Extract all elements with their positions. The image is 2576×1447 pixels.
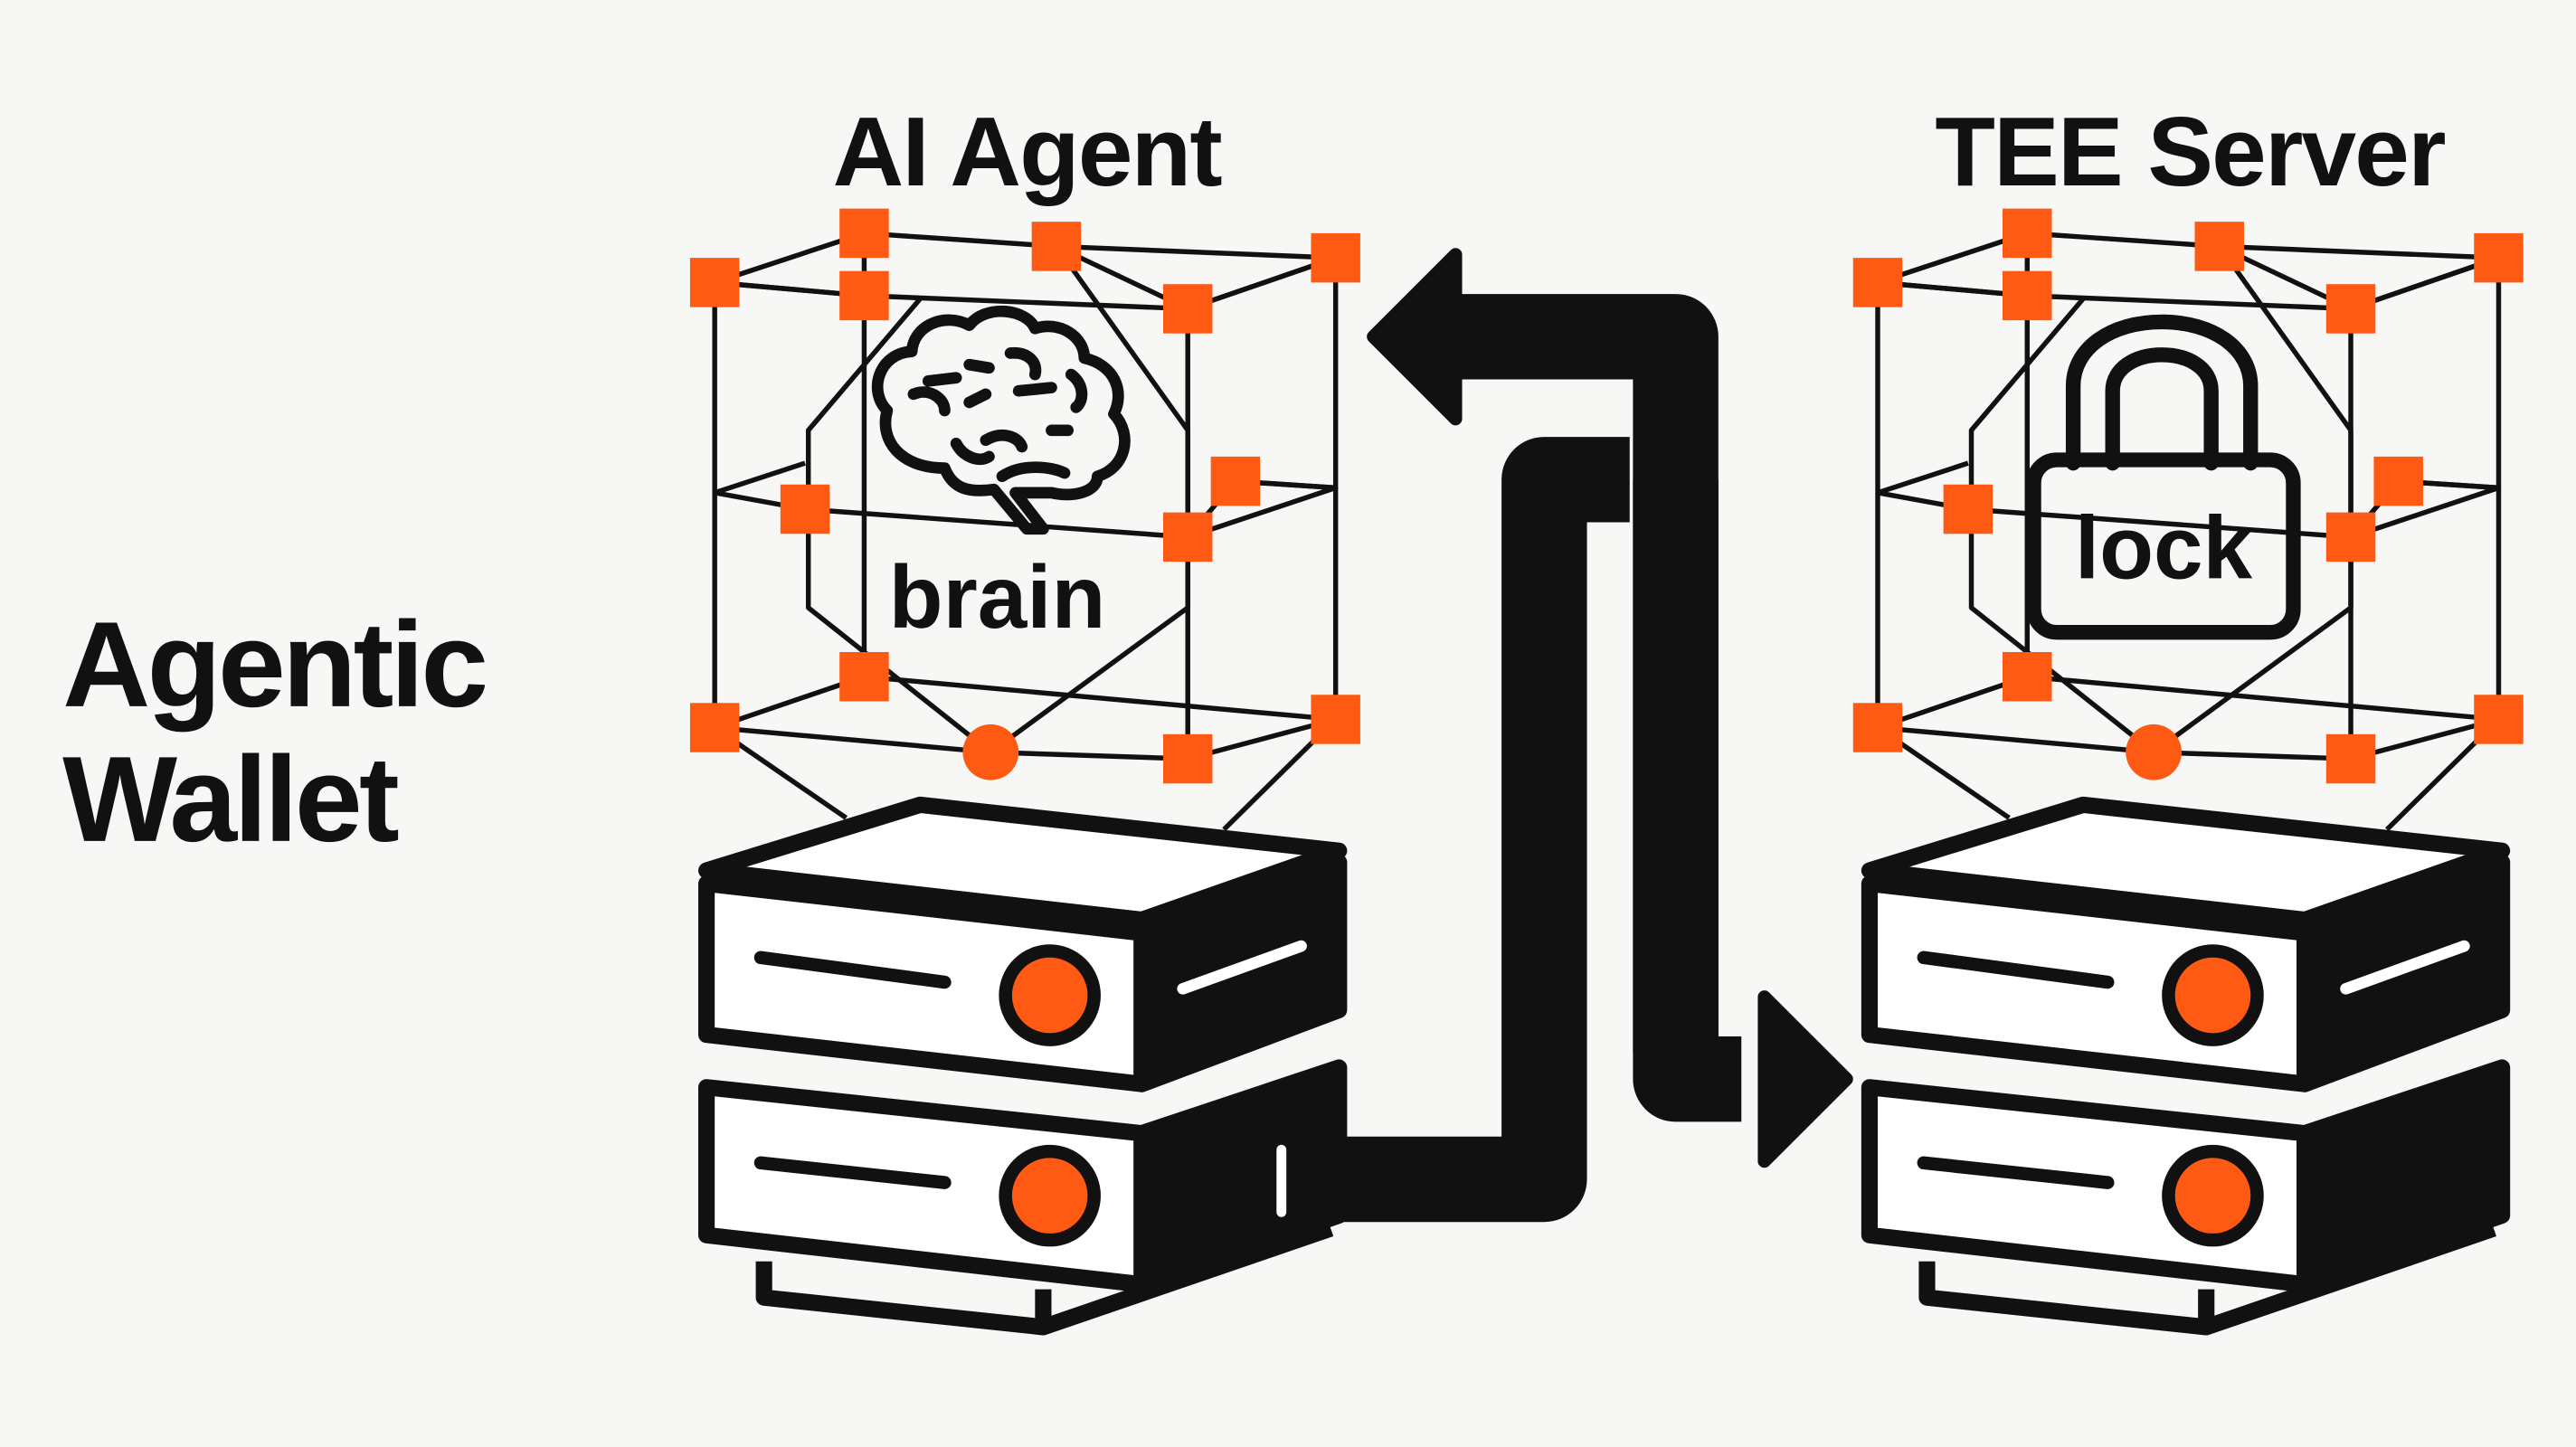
tee-icon-label: lock (2075, 497, 2253, 597)
agent-heading: AI Agent (833, 97, 1222, 207)
padlock-icon (2026, 314, 2301, 640)
tee-server-rack (1861, 796, 2511, 1336)
arrow-head-to-tee (1757, 990, 1853, 1168)
agent-icon-label: brain (889, 547, 1106, 647)
tee-cage-nodes (1852, 208, 2524, 784)
agent-server-rack (698, 796, 1348, 1336)
exchange-arrows (1276, 248, 1853, 1223)
agent-cage (689, 208, 1360, 829)
brain-icon (871, 306, 1131, 535)
arrow-to-tee (1281, 437, 1630, 1223)
agent-node: brain (689, 208, 1360, 1336)
tee-heading: TEE Server (1935, 97, 2445, 207)
title-line-2: Wallet (62, 732, 399, 867)
title-line-1: Agentic (62, 597, 485, 733)
tee-cage (1852, 208, 2524, 829)
tee-node: lock (1852, 208, 2524, 1336)
agent-cage-nodes (689, 208, 1360, 784)
arrow-head-to-agent (1367, 248, 1463, 426)
